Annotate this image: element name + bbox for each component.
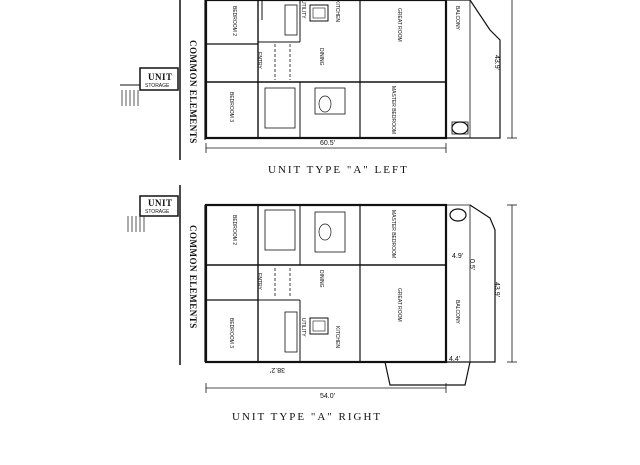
balcony-outline: [446, 0, 501, 139]
stair-icon: [121, 90, 139, 106]
storage-label-2b: STORAGE: [145, 209, 170, 215]
room-bedroom-2: BEDROOM 2: [231, 6, 237, 36]
room-master-bedroom: MASTER BEDROOM: [390, 86, 396, 134]
dim-width: 60.5': [320, 140, 335, 147]
plan-title-right: UNIT TYPE "A" RIGHT: [232, 411, 382, 423]
room-great-room: GREAT ROOM: [396, 8, 402, 42]
room-bedroom-3b: BEDROOM 3: [228, 318, 234, 348]
dim-small-1: 4.9': [452, 253, 463, 260]
storage-box: [139, 67, 179, 91]
room-bedroom-2b: BEDROOM 2: [231, 215, 237, 245]
room-dining-b: DINING: [318, 270, 324, 288]
dim-depth-2: 43.9': [493, 282, 500, 297]
room-kitchen: KITCHEN: [334, 0, 340, 22]
dim-small-3: 0.5': [468, 259, 475, 270]
room-great-room-b: GREAT ROOM: [396, 288, 402, 322]
room-kitchen-b: KITCHEN: [334, 326, 340, 348]
room-entry: ENTRY: [256, 52, 262, 70]
common-elements-label-2: COMMON ELEMENTS: [188, 225, 198, 329]
balcony-outline-2: [469, 204, 496, 363]
common-elements-label: COMMON ELEMENTS: [188, 40, 198, 144]
dim-width-2: 54.0': [320, 393, 335, 400]
dim-inner: 38.2': [270, 366, 285, 373]
unit-outline-2: [204, 203, 448, 364]
dim-small-2: 4.4': [449, 356, 460, 363]
room-dining: DINING: [318, 48, 324, 66]
storage-label-1b: UNIT: [148, 198, 173, 208]
storage-label-2: STORAGE: [145, 83, 170, 89]
storage-label-1: UNIT: [148, 72, 173, 82]
stair-icon-2: [127, 216, 145, 232]
room-utility-b: UTILITY: [300, 318, 306, 337]
room-bedroom-3: BEDROOM 3: [228, 92, 234, 122]
room-balcony-b: BALCONY: [454, 300, 460, 325]
plan-title-left: UNIT TYPE "A" LEFT: [268, 164, 409, 176]
balcony-projection: [384, 361, 471, 386]
room-utility: UTILITY: [300, 0, 306, 19]
room-balcony: BALCONY: [454, 6, 460, 31]
plan-right: UNIT STORAGE COMMON ELEMENTS BEDROOM 2: [127, 185, 517, 423]
storage-box-2: [139, 195, 179, 217]
room-master-bedroom-b: MASTER BEDROOM: [390, 210, 396, 258]
room-entry-b: ENTRY: [256, 273, 262, 291]
dim-depth: 43.9': [493, 55, 500, 70]
plan-left: UNIT STORAGE COMMON ELEMENTS: [120, 0, 517, 176]
unit-outline: [204, 0, 448, 140]
